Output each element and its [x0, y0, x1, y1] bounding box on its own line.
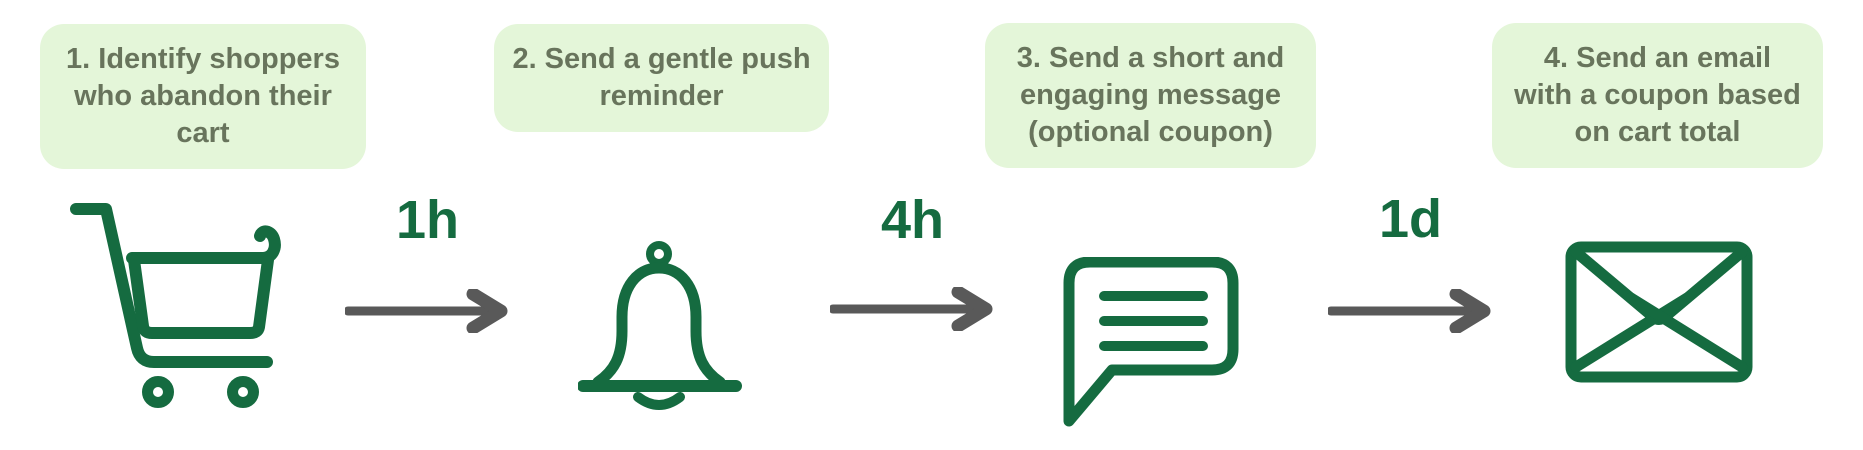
- delay-label-1h: 1h: [395, 190, 460, 250]
- arrow-1-icon: [345, 289, 508, 333]
- step-1-label-pill: 1. Identify shoppers who abandon their c…: [40, 24, 366, 169]
- chat-message-icon: [1063, 257, 1239, 427]
- step-4-label-pill: 4. Send an email with a coupon based on …: [1492, 23, 1823, 168]
- step-2-label-pill: 2. Send a gentle push reminder: [494, 24, 829, 132]
- step-3-label-pill: 3. Send a short and engaging message (op…: [985, 23, 1316, 168]
- arrow-2-icon: [830, 287, 993, 331]
- delay-label-1d: 1d: [1378, 189, 1443, 249]
- bell-icon: [578, 241, 742, 410]
- envelope-icon: [1565, 241, 1753, 383]
- shopping-cart-icon: [70, 203, 281, 408]
- delay-label-4h: 4h: [880, 190, 945, 250]
- arrow-3-icon: [1328, 289, 1491, 333]
